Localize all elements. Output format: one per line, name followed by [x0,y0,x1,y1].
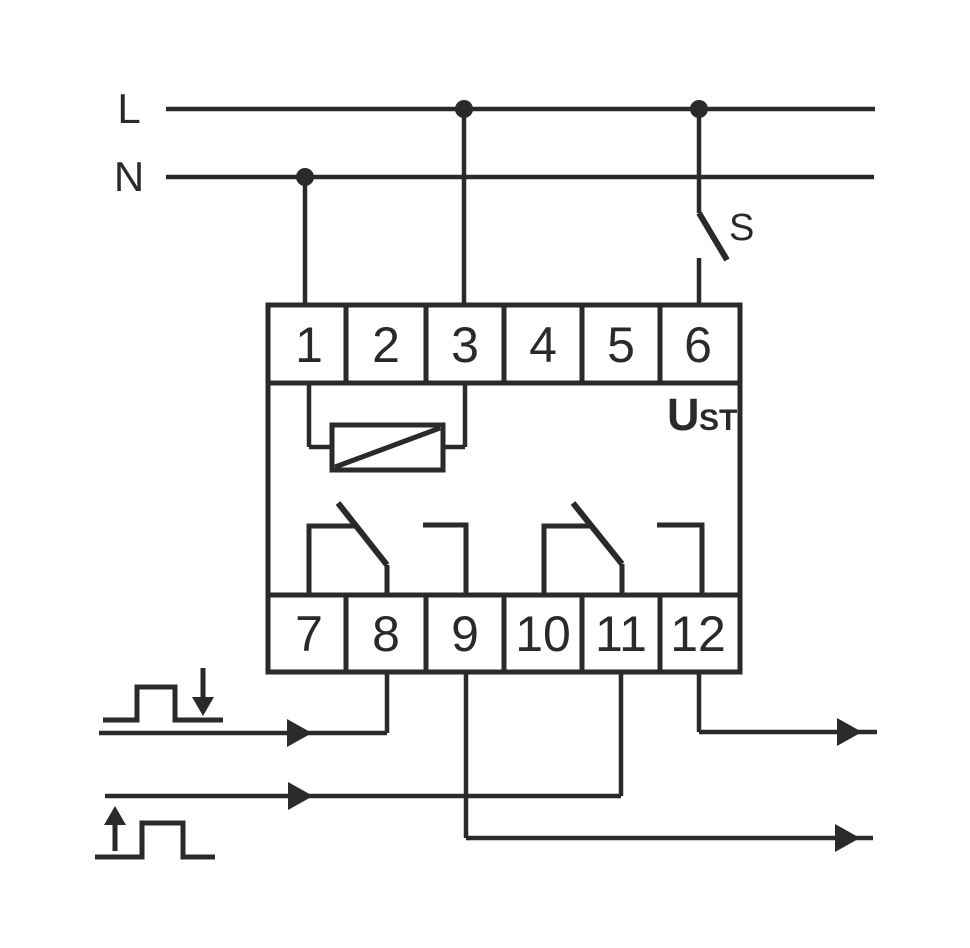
input1-arrow-icon [287,719,312,747]
bottom-wires [384,672,702,838]
falling-edge-pulse-icon [103,668,223,723]
contact2-blade [570,501,625,566]
terminal-4-label: 4 [529,317,557,373]
terminal-1-label: 1 [295,317,323,373]
input-line-falling [99,668,387,747]
relay-contact-1 [306,501,469,595]
terminal-6-label: 6 [684,317,712,373]
contact1-fixed-9 [423,522,469,595]
rising-edge-pulse-icon [95,806,215,860]
terminal-3-label: 3 [451,317,479,373]
switch-label: S [729,207,754,249]
terminal-2-label: 2 [372,317,400,373]
ust-label: U ST [667,389,737,440]
output1-arrow-icon [837,718,862,746]
terminal-12-label: 12 [670,606,726,662]
terminal-8-label: 8 [372,606,400,662]
pulse2-up-arrow-head [104,806,126,825]
output-lines [466,718,877,852]
terminal-7-label: 7 [295,606,323,662]
device-box: 1 2 3 4 5 6 7 8 9 10 11 12 U ST [265,302,743,675]
neutral-label: N [114,153,144,200]
terminal-10-label: 10 [515,606,571,662]
pulse1-waveform [103,684,223,723]
switch-blade [696,211,730,262]
contact1-fixed-7 [306,523,355,595]
contact2-fixed-12 [657,522,705,595]
contact2-fixed-10 [541,523,590,595]
pulse2-waveform [95,820,215,860]
ust-main-text: U [667,389,700,440]
relay-contact-2 [541,501,705,595]
contact1-blade [335,501,390,567]
varistor-element [306,383,468,473]
switch-s: S [696,109,754,307]
terminal-5-label: 5 [607,317,635,373]
input-line-rising [95,782,621,860]
ust-sub-text: ST [699,404,737,437]
top-drop-wires [302,109,467,307]
output2-arrow-icon [835,824,860,852]
input2-arrow-icon [288,782,313,810]
supply-lines: L N [114,85,875,200]
pulse1-down-arrow-head [192,697,214,716]
phase-label: L [117,85,140,132]
terminal-11-label: 11 [595,606,647,662]
varistor-diagonal [334,425,441,470]
terminal-9-label: 9 [451,606,479,662]
